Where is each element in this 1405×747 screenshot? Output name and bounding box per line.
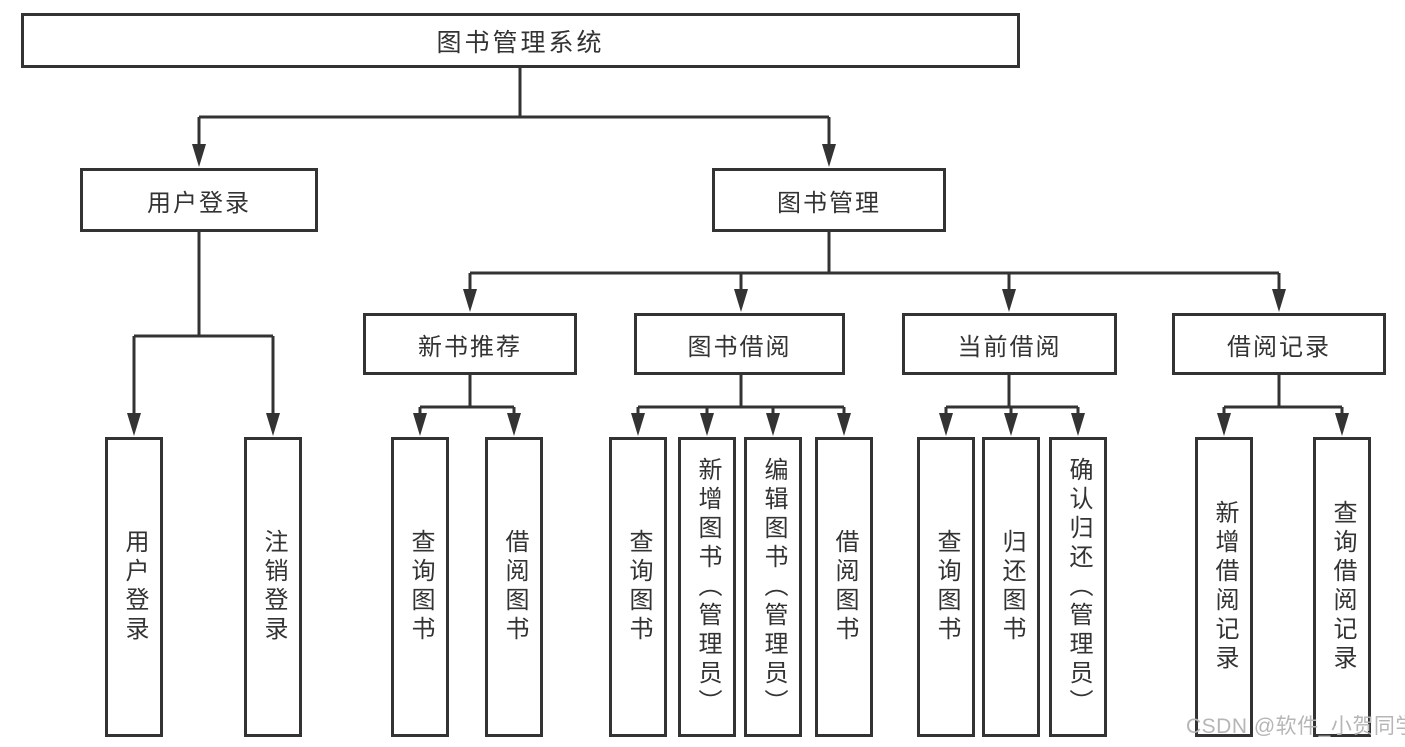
leaf-edit-book-admin-label: 编辑图书（管理员） — [760, 456, 787, 718]
node-book-borrow: 图书借阅 — [634, 313, 845, 375]
leaf-confirm-return-admin: 确认归还（管理员） — [1049, 437, 1107, 737]
node-root-label: 图书管理系统 — [436, 28, 605, 57]
leaf-borrow-books: 借阅图书 — [815, 437, 873, 737]
leaf-confirm-return-admin-label: 确认归还（管理员） — [1065, 456, 1092, 718]
node-new-book-recommend-label: 新书推荐 — [418, 333, 522, 361]
node-borrow-records-label: 借阅记录 — [1227, 333, 1331, 361]
csdn-watermark: CSDN @软件_小贺同学 — [1186, 715, 1405, 738]
leaf-query-borrow-record: 查询借阅记录 — [1313, 437, 1371, 737]
leaf-query-books-borrow-label: 查询图书 — [625, 529, 652, 645]
node-current-borrow-label: 当前借阅 — [957, 333, 1062, 361]
leaf-query-books-borrow: 查询图书 — [609, 437, 667, 737]
node-book-management-label: 图书管理 — [777, 189, 881, 217]
leaf-return-book: 归还图书 — [982, 437, 1040, 737]
leaf-borrow-books-recommend: 借阅图书 — [485, 437, 543, 737]
connector-arrowheads — [127, 144, 1349, 436]
leaf-user-login: 用户登录 — [105, 437, 163, 737]
leaf-borrow-books-label: 借阅图书 — [831, 529, 858, 645]
node-new-book-recommend: 新书推荐 — [363, 313, 577, 375]
node-borrow-records: 借阅记录 — [1172, 313, 1386, 375]
leaf-add-book-admin-label: 新增图书（管理员） — [694, 456, 721, 718]
leaf-query-borrow-record-label: 查询借阅记录 — [1329, 500, 1356, 674]
leaf-logout: 注销登录 — [244, 437, 302, 737]
node-book-management: 图书管理 — [712, 168, 946, 232]
leaf-query-books-current: 查询图书 — [917, 437, 975, 737]
leaf-query-books-recommend-label: 查询图书 — [407, 529, 434, 645]
node-user-login: 用户登录 — [80, 168, 318, 232]
leaf-query-books-current-label: 查询图书 — [933, 529, 960, 645]
leaf-query-books-recommend: 查询图书 — [391, 437, 449, 737]
node-root: 图书管理系统 — [21, 13, 1020, 68]
leaf-return-book-label: 归还图书 — [998, 529, 1025, 645]
leaf-user-login-label: 用户登录 — [121, 529, 148, 645]
leaf-edit-book-admin: 编辑图书（管理员） — [744, 437, 802, 737]
leaf-add-borrow-record: 新增借阅记录 — [1195, 437, 1253, 737]
node-user-login-label: 用户登录 — [147, 189, 251, 217]
leaf-add-book-admin: 新增图书（管理员） — [678, 437, 736, 737]
node-current-borrow: 当前借阅 — [902, 313, 1117, 375]
leaf-borrow-books-recommend-label: 借阅图书 — [501, 529, 528, 645]
node-book-borrow-label: 图书借阅 — [687, 333, 792, 361]
leaf-logout-label: 注销登录 — [260, 529, 287, 645]
leaf-add-borrow-record-label: 新增借阅记录 — [1211, 500, 1238, 674]
